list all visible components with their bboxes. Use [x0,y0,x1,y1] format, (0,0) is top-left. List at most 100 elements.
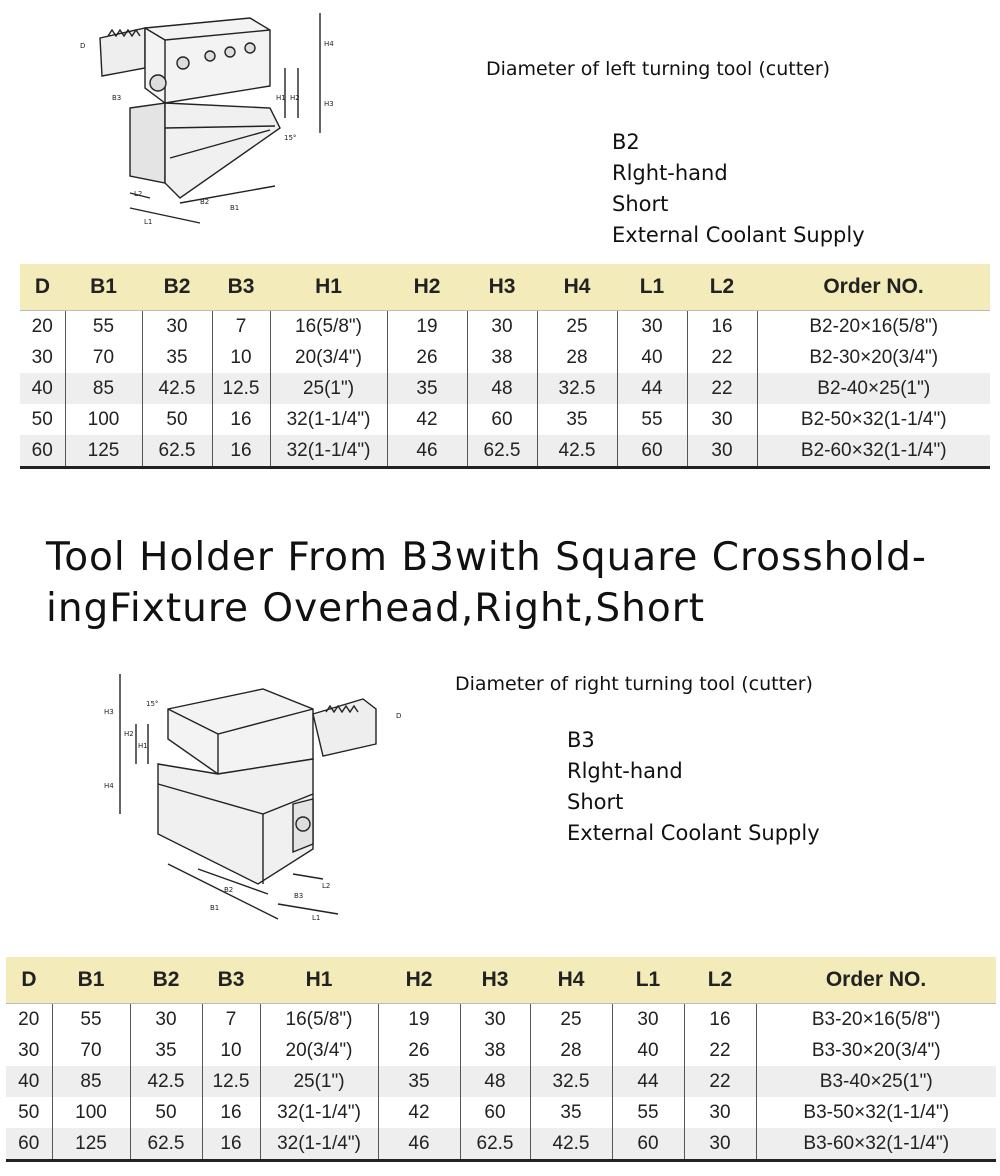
column-header: L2 [684,957,756,1004]
table-cell: 35 [141,342,212,373]
table-cell: 30 [6,1035,52,1066]
table-cell: 70 [64,342,142,373]
table-cell: 50 [141,404,212,435]
table-cell: 42.5 [141,373,212,404]
page-title: Tool Holder From B3with Square Crosshold… [46,535,927,631]
spec-line: B2 [612,130,640,154]
b2-tool-holder-drawing: D H4 H3 H1 H2 B3 15° L2 B2 B1 L1 [80,13,334,226]
table-cell: 22 [683,1035,756,1066]
table-cell: 28 [536,342,617,373]
dim-label-h4: H4 [104,782,114,790]
dim-label-l2: L2 [134,190,142,198]
table-cell: 30 [616,310,687,342]
table-cell: 25(1") [269,373,387,404]
table-cell: 30 [129,1003,202,1035]
table-cell: 32(1-1/4") [269,404,387,435]
table-cell: 35 [529,1097,612,1128]
column-header: L2 [687,264,757,311]
column-header: Order NO. [756,957,996,1004]
table-row: 40 85 42.5 12.5 25(1") 35 48 32.5 44 22 … [6,1066,996,1097]
table-cell: 16 [211,404,270,435]
dim-label-h2: H2 [290,94,300,102]
table-cell: 12.5 [211,373,270,404]
spec-line: Short [567,790,624,814]
table-cell: 100 [51,1097,130,1128]
table-row: 40 85 42.5 12.5 25(1") 35 48 32.5 44 22 … [20,373,990,404]
table-cell: 30 [20,342,65,373]
column-header: B2 [142,264,212,311]
table-cell: 25 [529,1003,612,1035]
table-cell: 7 [211,310,270,342]
table-cell: 55 [616,404,687,435]
table-cell: 55 [611,1097,684,1128]
table-cell: B2-60×32(1-1/4") [756,435,990,469]
column-header: L1 [617,264,687,311]
table-row: 60 125 62.5 16 32(1-1/4") 46 62.5 42.5 6… [6,1128,996,1162]
table-cell: 60 [466,404,537,435]
table-cell: 7 [201,1003,260,1035]
table-cell: 44 [616,373,687,404]
table-cell: 40 [611,1035,684,1066]
table-row: 20 55 30 7 16(5/8") 19 30 25 30 16 B2-20… [20,310,990,342]
table-row: 50 100 50 16 32(1-1/4") 42 60 35 55 30 B… [6,1097,996,1128]
dim-label-b2: B2 [200,198,209,206]
table-cell: 26 [386,342,467,373]
dim-label-angle: 15° [284,134,296,142]
table-cell: 12.5 [201,1066,260,1097]
column-header: B1 [52,957,130,1004]
b2-spec-table: D B1 B2 B3 H1 H2 H3 H4 L1 L2 Order NO. 2… [20,264,990,469]
table-cell: 28 [529,1035,612,1066]
left-tool-caption: Diameter of left turning tool (cutter) [486,58,831,80]
column-header: B2 [130,957,202,1004]
table-cell: 42.5 [536,435,617,469]
table-cell: 125 [64,435,142,469]
table-cell: 60 [616,435,687,469]
table-cell: 85 [51,1066,130,1097]
column-header: H1 [270,264,387,311]
table-cell: 40 [616,342,687,373]
table-cell: 46 [377,1128,460,1162]
table-cell: 85 [64,373,142,404]
column-header: H4 [530,957,612,1004]
table-cell: 40 [6,1066,52,1097]
table-row: 20 55 30 7 16(5/8") 19 30 25 30 16 B3-20… [6,1003,996,1035]
column-header: H3 [460,957,530,1004]
table-cell: 16 [683,1003,756,1035]
table-cell: 25 [536,310,617,342]
table-cell: 60 [459,1097,530,1128]
table-cell: 30 [686,435,757,469]
table-cell: B2-30×20(3/4") [756,342,990,373]
dim-label-l2: L2 [322,882,330,890]
table-cell: B3-60×32(1-1/4") [755,1128,996,1162]
table-cell: 42.5 [529,1128,612,1162]
table-cell: B3-40×25(1") [755,1066,996,1097]
dim-label-h4: H4 [324,40,334,48]
table-cell: 10 [201,1035,260,1066]
table-cell: 32.5 [536,373,617,404]
table-cell: 30 [459,1003,530,1035]
table-cell: 26 [377,1035,460,1066]
table-cell: 35 [129,1035,202,1066]
table-cell: 38 [466,342,537,373]
table-cell: 19 [377,1003,460,1035]
table-header-row: D B1 B2 B3 H1 H2 H3 H4 L1 L2 Order NO. [6,957,996,1004]
table-cell: 48 [459,1066,530,1097]
dim-label-b3: B3 [294,892,303,900]
spec-line: B3 [567,728,595,752]
spec-line: Rlght-hand [567,759,683,783]
table-cell: 30 [686,404,757,435]
table-cell: 35 [536,404,617,435]
table-cell: 22 [686,373,757,404]
table-cell: 10 [211,342,270,373]
spec-line: External Coolant Supply [567,821,820,845]
dim-label-b2: B2 [224,886,233,894]
table-cell: 48 [466,373,537,404]
table-cell: 44 [611,1066,684,1097]
table-cell: 62.5 [141,435,212,469]
table-cell: 40 [20,373,65,404]
table-cell: 16 [201,1128,260,1162]
spec-line: External Coolant Supply [612,223,865,247]
table-cell: 62.5 [129,1128,202,1162]
dim-label-h3: H3 [104,708,114,716]
b3-spec-list: B3 Rlght-hand Short External Coolant Sup… [567,725,820,849]
